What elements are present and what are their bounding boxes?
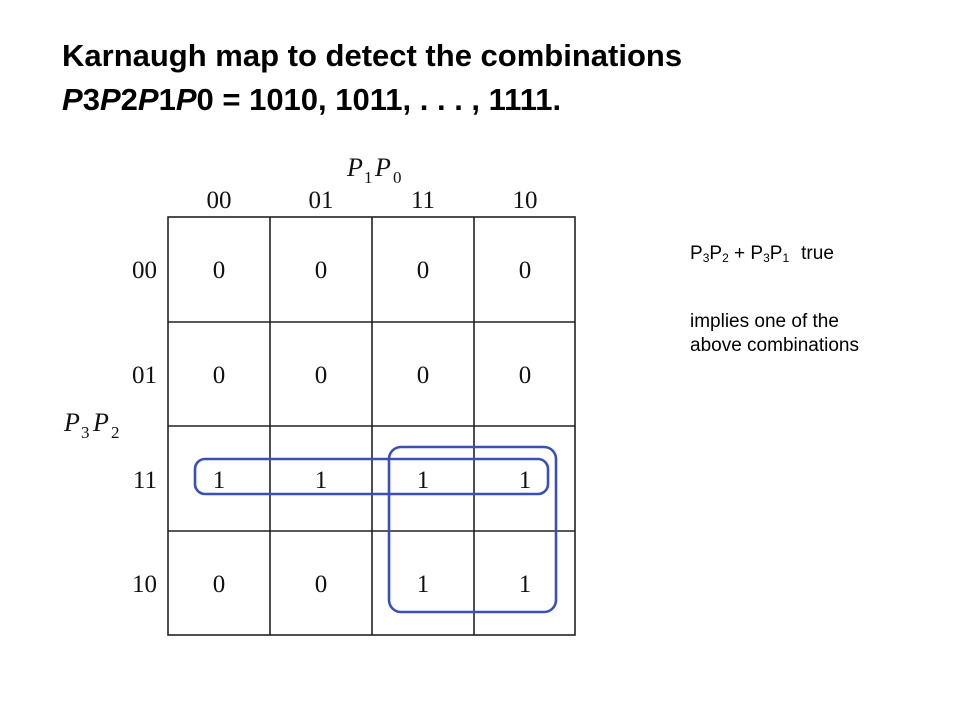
cell-value: 0 [315,362,328,389]
expr-sub: 1 [782,251,790,265]
cell-value: 0 [315,571,328,598]
cell-value: 0 [315,257,328,284]
expr-true: true [801,243,834,264]
title-line-2: P3P2P1P0 = 1010, 1011, . . . , 1111. [62,78,942,122]
col-var-letter-2: P [374,153,391,182]
row-header: 01 [132,362,157,389]
row-headers: 00 01 11 10 [132,257,157,598]
row-var-letter-2: P [92,408,109,437]
row-var-letter-1: P [63,408,80,437]
note-line-2: implies one of the [690,311,839,332]
cell-value: 1 [417,467,430,494]
title-var-p: P [175,82,197,117]
row-var-sub-1: 3 [81,423,90,442]
title-digit: 3 [82,82,100,117]
cell-value: 0 [519,257,532,284]
title-combinations: = 1010, 1011, . . . , 1111. [213,82,562,117]
row-header: 00 [132,257,157,284]
column-variable-label: P 1 P 0 [346,153,402,187]
cell-value: 1 [417,571,430,598]
slide-title: Karnaugh map to detect the combinations … [62,34,942,122]
col-header: 11 [411,187,435,214]
cell-value: 0 [213,257,226,284]
cell-value: 0 [213,571,226,598]
expr-term: P [690,243,703,264]
note-line-3: above combinations [690,335,859,356]
cell-value: 1 [519,571,532,598]
title-line-1: Karnaugh map to detect the combinations [62,38,683,73]
cell-value: 1 [519,467,532,494]
col-header: 01 [309,187,334,214]
expr-sub: 3 [702,251,710,265]
row-variable-label: P 3 P 2 [63,408,120,442]
group-loop-p3p2 [193,457,550,496]
col-var-letter-1: P [346,153,363,182]
title-digit: 0 [196,82,214,117]
expr-operator: + [728,243,751,264]
col-header: 00 [207,187,232,214]
row-header: 11 [133,467,157,494]
title-var-p: P [62,82,83,117]
column-headers: 00 01 11 10 [207,187,538,214]
kmap-grid [167,216,576,636]
expr-term: P [769,243,783,264]
row-var-sub-2: 2 [111,423,120,442]
note-spacer [690,266,950,310]
expr-sub: 2 [722,251,729,265]
title-var-p: P [99,82,121,117]
expr-term: P [709,243,723,264]
cell-value: 0 [213,362,226,389]
row-header: 10 [132,571,157,598]
kmap-cells: 0 0 0 0 0 0 0 0 1 1 1 1 0 0 1 1 [213,257,532,598]
cell-value: 1 [213,467,226,494]
col-header: 10 [513,187,538,214]
expr-sub: 3 [763,251,770,265]
title-digit: 2 [120,82,138,117]
group-loop-p3p1 [387,445,558,614]
kmap-groups [193,445,558,614]
cell-value: 1 [315,467,328,494]
col-var-sub-2: 0 [393,168,402,187]
cell-value: 0 [417,257,430,284]
title-digit: 1 [158,82,176,117]
cell-value: 0 [417,362,430,389]
cell-value: 0 [519,362,532,389]
expr-term: P [750,243,764,264]
col-var-sub-1: 1 [364,168,373,187]
title-var-p: P [137,82,159,117]
